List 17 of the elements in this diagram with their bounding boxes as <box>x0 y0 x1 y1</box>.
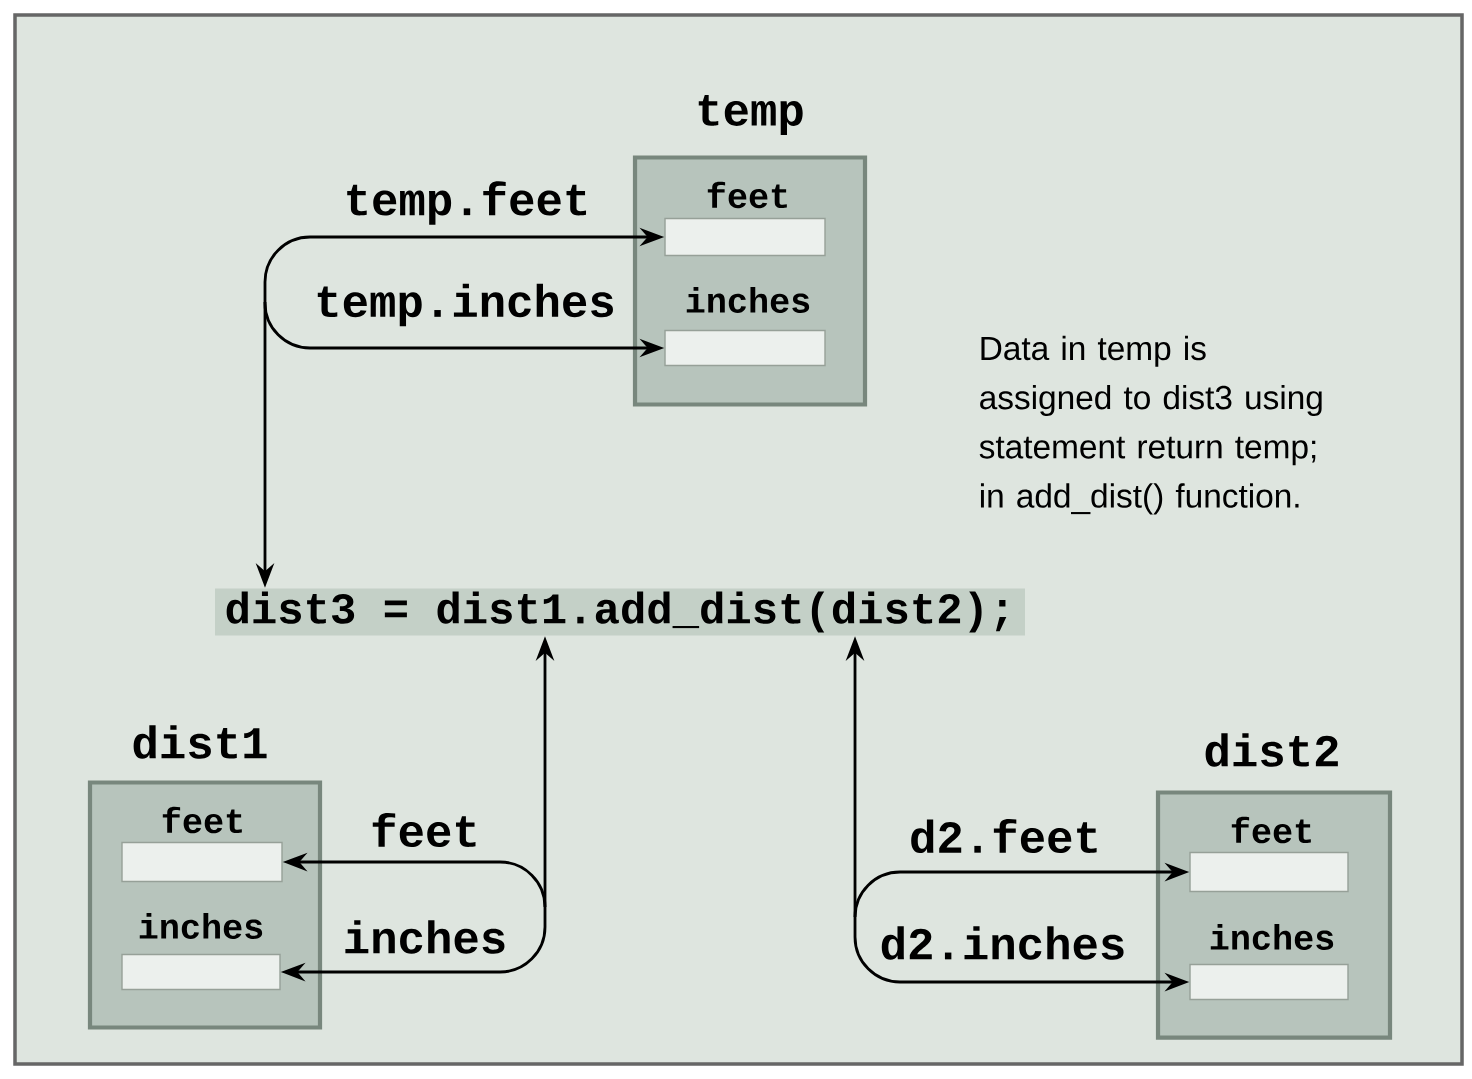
object-name: temp <box>698 95 803 135</box>
edge-label: temp.inches <box>317 283 613 327</box>
member-name: inches <box>139 913 263 939</box>
member-name: inches <box>686 287 810 313</box>
member-name: inches <box>1210 924 1334 950</box>
object-name: dist1 <box>133 725 267 759</box>
member-name: feet <box>162 806 242 834</box>
member-name: feet <box>1231 816 1311 844</box>
statement-band: dist3 = dist1.add_dist(dist2); <box>215 588 1025 636</box>
note-text: Data in temp is assigned to dist3 using statement return temp; in add_dist() function. <box>979 335 1322 515</box>
member-name: feet <box>707 181 787 209</box>
edge-label: temp.feet <box>347 181 587 225</box>
edge-label: inches <box>345 920 505 954</box>
edge-label: d2.feet <box>911 818 1097 854</box>
edge-label: feet <box>372 812 476 848</box>
object-name: dist2 <box>1205 733 1338 767</box>
edge-label: d2.inches <box>881 926 1124 960</box>
